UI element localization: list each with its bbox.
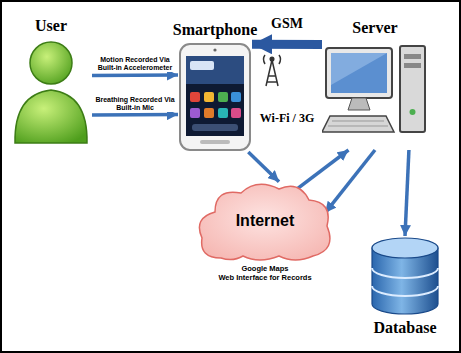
edge-label: GSM [271, 16, 303, 32]
smartphone-image-part [213, 48, 216, 51]
user-icon-part [30, 42, 72, 84]
database-cylinder [370, 236, 440, 316]
text-holder: Database [373, 319, 436, 337]
server-node: Server [322, 40, 428, 150]
antenna-mast [266, 60, 278, 86]
connector-arrow [92, 113, 178, 117]
server-computer-part [404, 54, 421, 59]
text-holder: Motion Recorded Via Built-in Acceleromet… [93, 56, 177, 72]
server-computer-part [326, 48, 392, 98]
connector-arrow [296, 150, 349, 190]
user-node: User [10, 38, 92, 145]
smartphone-image-part [231, 108, 241, 118]
server-computer-part [331, 53, 387, 85]
gsm-antenna [264, 55, 281, 86]
server-computer-part [328, 121, 388, 126]
server-computer-part [348, 98, 370, 110]
text-holder: Web Interface for Records [218, 274, 311, 283]
text-holder: Smartphone [173, 21, 257, 39]
smartphone-image-part [190, 108, 200, 118]
database-cylinder-part [372, 268, 438, 278]
database-cylinder-part [372, 238, 438, 258]
edge-label: Motion Recorded Via Built-in Acceleromet… [93, 56, 177, 72]
server-computer-part [410, 109, 416, 115]
cloud-title: Internet [236, 212, 295, 230]
text-holder: Google Maps [241, 265, 288, 274]
smartphone-image-part [190, 61, 214, 70]
connector-arrow [252, 40, 322, 49]
antenna-waves [264, 55, 281, 64]
server-computer-part [404, 63, 421, 68]
antenna-tip [270, 57, 274, 61]
smartphone-image-part [204, 108, 214, 118]
node-heading: Smartphone [173, 21, 257, 39]
smartphone-image-part [231, 92, 241, 102]
smartphone-image-part [204, 92, 214, 102]
connector-arrow [248, 152, 279, 182]
user-icon-part [15, 90, 87, 143]
smartphone-image-part [186, 56, 244, 136]
database-node: Database [370, 236, 440, 316]
user-icon [10, 38, 92, 145]
smartphone-image-part [186, 56, 244, 84]
connector-arrow [92, 73, 178, 77]
smartphone-image-part [180, 44, 250, 150]
node-heading: Server [352, 19, 397, 37]
server-computer-part [322, 116, 394, 132]
text-holder: Breathing Recorded Via Built-in Mic [93, 96, 177, 112]
internet-cloud-part [199, 184, 330, 260]
database-cylinder-part [372, 286, 438, 296]
smartphone-image-part [200, 140, 230, 144]
cloud-node: InternetGoogle MapsWeb Interface for Rec… [195, 180, 335, 262]
connector-arrow [325, 150, 375, 213]
smartphone-image [178, 42, 252, 152]
cloud-note: Web Interface for Records [218, 274, 311, 283]
smartphone-image-part [190, 92, 200, 102]
server-computer [322, 40, 428, 150]
smartphone-image-part [192, 124, 238, 131]
smartphone-node: Smartphone [178, 42, 252, 152]
edge-label: Breathing Recorded Via Built-in Mic [93, 96, 177, 112]
edge-label: Wi-Fi / 3G [260, 112, 314, 126]
smartphone-image-part [218, 92, 228, 102]
cloud-note: Google Maps [241, 265, 288, 274]
server-computer-part [400, 46, 425, 132]
smartphone-image-part [218, 108, 228, 118]
node-heading: User [35, 17, 67, 35]
text-holder: Internet [236, 212, 295, 230]
text-holder: Server [352, 19, 397, 37]
text-holder: User [35, 17, 67, 35]
server-computer-part [331, 53, 387, 93]
node-heading: Database [373, 319, 436, 337]
text-holder: Wi-Fi / 3G [260, 112, 314, 126]
text-holder: GSM [271, 16, 303, 32]
connector-arrow [405, 150, 409, 236]
